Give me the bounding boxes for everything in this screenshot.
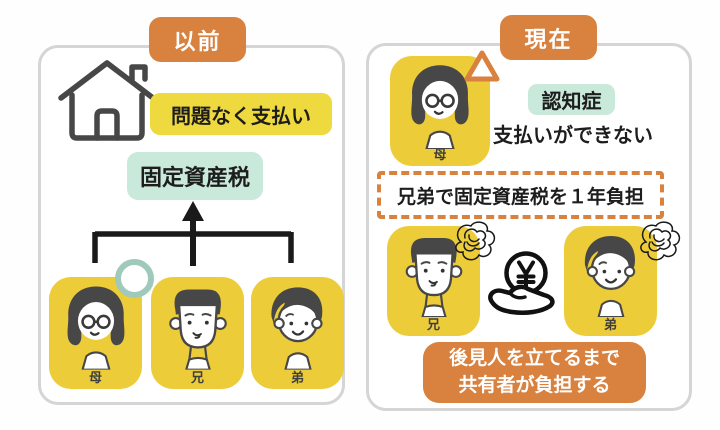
condition-note-text: 支払いができない <box>493 125 653 147</box>
before-badge-label: 以前 <box>173 28 222 54</box>
burden-note-text: 兄弟で固定資産税を１年負担 <box>396 186 644 208</box>
before-badge: 以前 <box>149 17 246 62</box>
avatar-label: 母 <box>433 147 447 162</box>
avatar-label: 母 <box>88 370 102 385</box>
elder-brother-face-illustration <box>156 282 240 370</box>
stress-scribble-icon <box>636 218 682 262</box>
condition-badge-text: 認知症 <box>541 91 602 113</box>
house-icon <box>58 60 156 141</box>
warning-triangle-icon <box>464 50 500 82</box>
highlight-ring-icon <box>115 259 154 298</box>
tax-label-text: 固定資産税 <box>139 165 250 190</box>
avatar-label: 弟 <box>290 370 304 385</box>
stress-scribble-icon <box>451 218 497 262</box>
avatar-elder-brother-before: 兄 <box>151 277 244 389</box>
condition-badge-pill: 認知症 <box>528 84 615 115</box>
avatar-label: 弟 <box>603 317 617 332</box>
younger-brother-face-illustration <box>256 282 340 370</box>
avatar-younger-brother-before: 弟 <box>251 277 344 389</box>
guardian-note-line2: 共有者が負担する <box>458 374 611 396</box>
payment-note-pill: 問題なく支払い <box>150 93 332 135</box>
payment-note-text: 問題なく支払い <box>171 105 311 128</box>
tax-label-pill: 固定資産税 <box>127 152 263 200</box>
avatar-label: 兄 <box>190 370 204 385</box>
burden-note-box: 兄弟で固定資産税を１年負担 <box>377 171 664 219</box>
now-badge: 現在 <box>500 15 597 60</box>
guardian-note-line1: 後見人を立てるまで <box>448 347 620 369</box>
avatar-label: 兄 <box>426 317 440 332</box>
hand-holding-yen-icon <box>488 251 555 315</box>
guardian-note-box: 後見人を立てるまで 共有者が負担する <box>423 342 646 403</box>
now-badge-label: 現在 <box>524 26 573 52</box>
up-arrow-connector <box>92 201 294 266</box>
